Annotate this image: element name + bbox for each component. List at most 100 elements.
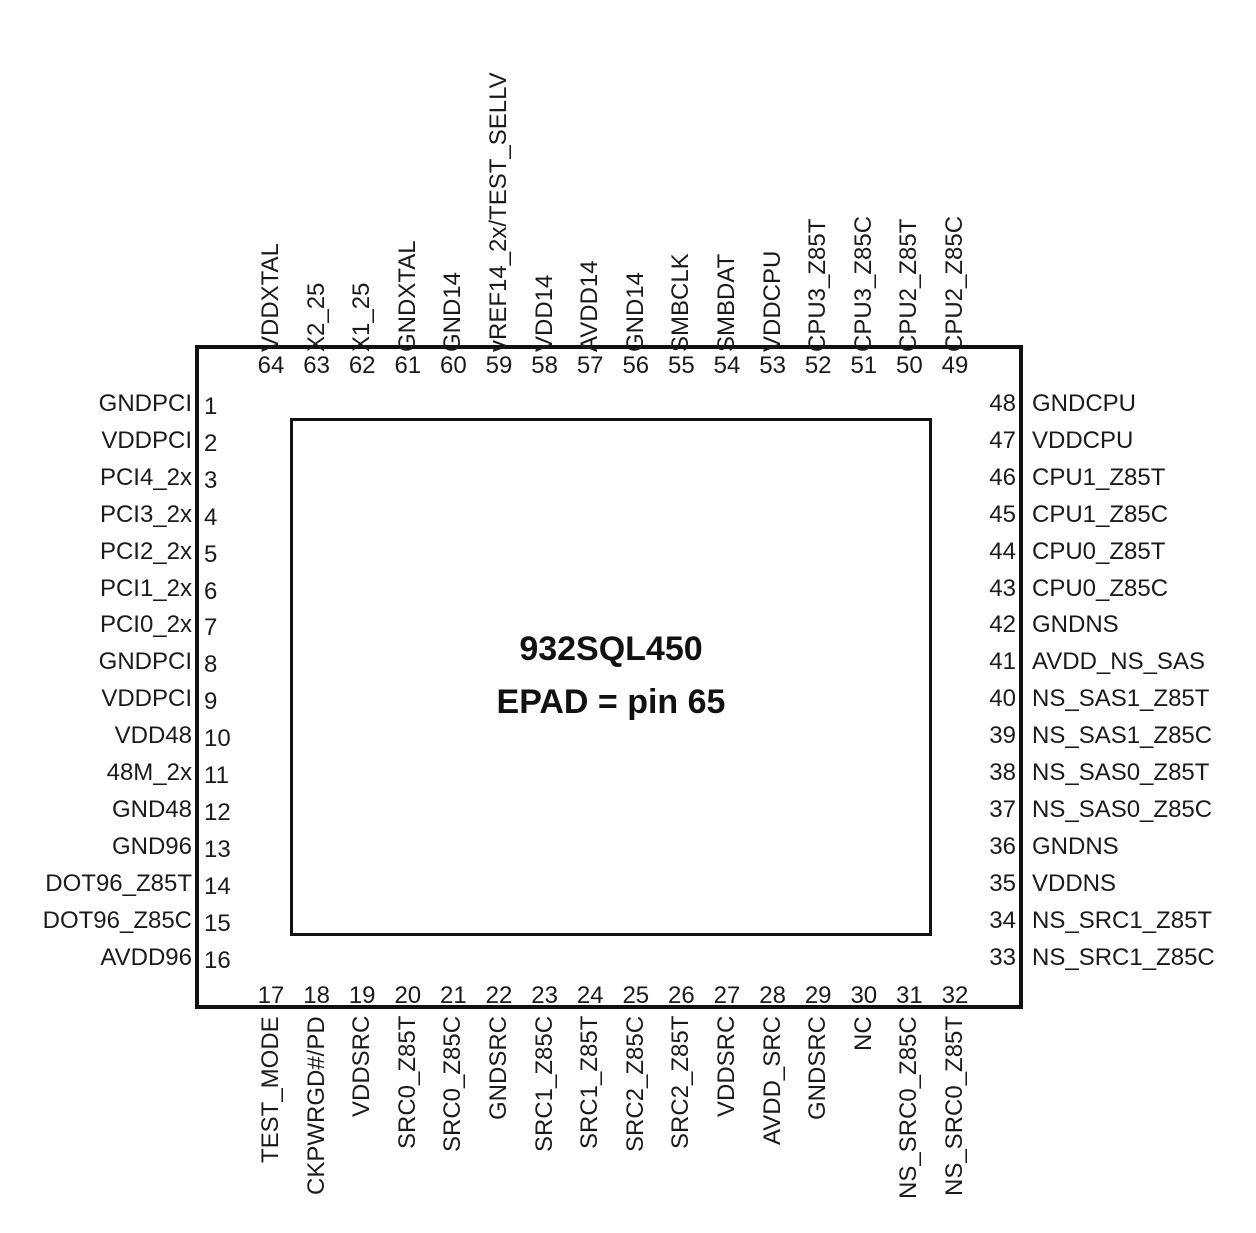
- pin-number-top: 54: [713, 352, 741, 379]
- pin-number-bottom: 30: [850, 982, 878, 1009]
- pin-number-bottom: 32: [941, 982, 969, 1009]
- pin-name-left: PCI0_2x: [99, 611, 192, 639]
- pin-name-right: CPU1_Z85T: [1032, 463, 1166, 491]
- pin-name-right: NS_SAS0_Z85C: [1032, 795, 1213, 823]
- pin-number-right: 41: [989, 648, 1016, 676]
- pin-number-right: 37: [989, 795, 1016, 823]
- pin-number-top: 62: [348, 352, 376, 379]
- pin-name-top: CPU2_Z85C: [941, 215, 968, 352]
- pin-name-top: SMBDAT: [713, 253, 740, 352]
- pin-name-left: VDDPCI: [101, 426, 192, 454]
- pin-number-right: 33: [989, 943, 1016, 971]
- pin-name-top: SMBCLK: [667, 253, 695, 352]
- pin-number-right: 36: [989, 832, 1016, 860]
- pin-number-bottom: 24: [576, 982, 604, 1009]
- pin-number-left: 5: [204, 540, 218, 568]
- pin-name-bottom: NS_SRC0_Z85C: [895, 1016, 923, 1199]
- pin-number-left: 9: [204, 688, 218, 716]
- pin-number-left: 12: [204, 798, 231, 826]
- pin-name-right: AVDD_NS_SAS: [1032, 648, 1205, 676]
- pin-number-left: 7: [204, 614, 218, 642]
- pin-number-left: 10: [204, 725, 231, 753]
- pin-number-top: 53: [759, 352, 786, 379]
- pin-name-right: NS_SAS1_Z85T: [1032, 685, 1210, 713]
- pin-name-bottom: SRC0_Z85T: [393, 1015, 421, 1149]
- pin-name-bottom: SRC2_Z85T: [667, 1015, 695, 1149]
- pin-name-left: GND48: [111, 795, 192, 823]
- pin-name-top: GND14: [439, 271, 467, 352]
- pin-number-right: 34: [989, 906, 1016, 934]
- pin-number-top: 61: [394, 352, 422, 379]
- pin-name-bottom: GNDSRC: [485, 1015, 512, 1120]
- pin-number-bottom: 23: [531, 982, 558, 1009]
- pin-number-top: 63: [303, 352, 330, 379]
- pin-name-top: VDDCPU: [758, 250, 786, 352]
- pin-number-right: 45: [989, 500, 1016, 528]
- pin-name-bottom: VDDSRC: [348, 1015, 376, 1117]
- pin-name-right: CPU0_Z85C: [1032, 574, 1169, 602]
- pin-number-bottom: 28: [759, 982, 786, 1009]
- pin-number-right: 44: [989, 537, 1016, 565]
- pin-number-top: 57: [576, 352, 604, 379]
- pin-name-right: GNDCPU: [1032, 390, 1137, 417]
- pin-name-left: PCI4_2x: [99, 463, 192, 491]
- pin-name-left: VDDPCI: [101, 685, 192, 713]
- pin-number-bottom: 19: [348, 982, 376, 1009]
- pin-number-left: 14: [204, 872, 231, 900]
- pin-name-right: CPU1_Z85C: [1032, 500, 1169, 528]
- pin-number-top: 58: [531, 352, 558, 379]
- pin-number-bottom: 20: [394, 982, 422, 1009]
- pin-number-bottom: 18: [303, 982, 330, 1009]
- pin-number-left: 11: [204, 762, 229, 789]
- pin-number-top: 50: [896, 352, 923, 379]
- pin-number-top: 55: [668, 352, 695, 379]
- pin-name-bottom: SRC1_Z85T: [576, 1015, 604, 1149]
- pin-name-left: AVDD96: [100, 943, 192, 971]
- pin-name-bottom: VDDSRC: [713, 1015, 740, 1117]
- pin-number-bottom: 26: [668, 982, 695, 1009]
- exposed-pad-outline: [290, 418, 932, 936]
- pin-number-left: 16: [204, 946, 231, 974]
- epad-label: EPAD = pin 65: [496, 683, 726, 721]
- pin-number-left: 3: [204, 466, 218, 494]
- pin-name-bottom: AVDD_SRC: [758, 1016, 786, 1145]
- pin-name-left: PCI3_2x: [99, 500, 192, 528]
- pin-number-right: 47: [989, 426, 1016, 454]
- pin-name-left: DOT96_Z85T: [45, 869, 192, 897]
- pin-number-top: 60: [440, 352, 467, 379]
- pin-name-left: 48M_2x: [106, 759, 192, 786]
- pin-name-top: vREF14_2x/TEST_SELLV: [485, 72, 512, 352]
- pin-number-left: 15: [204, 909, 231, 937]
- pin-number-left: 8: [204, 651, 218, 679]
- pin-number-right: 35: [989, 869, 1016, 897]
- pin-name-left: DOT96_Z85C: [42, 906, 192, 934]
- pin-number-bottom: 17: [257, 982, 285, 1009]
- pin-number-right: 48: [989, 390, 1016, 417]
- pin-name-top: GNDXTAL: [393, 240, 421, 352]
- pin-name-bottom: SRC2_Z85C: [621, 1015, 649, 1152]
- pin-name-bottom: GNDSRC: [804, 1015, 832, 1120]
- pin-number-right: 39: [989, 722, 1016, 750]
- pin-number-right: 42: [989, 611, 1016, 639]
- pin-name-bottom: NC: [849, 1016, 877, 1051]
- pin-name-left: VDD48: [114, 722, 192, 750]
- pin-number-right: 46: [989, 463, 1016, 491]
- pin-name-right: CPU0_Z85T: [1032, 537, 1166, 565]
- pin-name-right: NS_SAS0_Z85T: [1032, 759, 1210, 786]
- pin-name-right: NS_SRC1_Z85T: [1032, 906, 1213, 934]
- pin-number-top: 59: [485, 352, 513, 379]
- pin-name-top: CPU3_Z85C: [849, 215, 877, 352]
- pin-number-top: 52: [804, 352, 832, 379]
- pin-name-left: GND96: [111, 832, 192, 860]
- pin-number-left: 1: [204, 393, 218, 420]
- pin-name-right: GNDNS: [1032, 611, 1119, 639]
- pin-number-left: 13: [204, 835, 231, 863]
- pin-name-top: GND14: [621, 271, 649, 352]
- pin-name-left: GNDPCI: [98, 390, 192, 417]
- pin-name-left: GNDPCI: [98, 648, 192, 676]
- pin-number-bottom: 22: [485, 982, 513, 1009]
- pin-name-bottom: SRC1_Z85C: [530, 1015, 558, 1152]
- pin-name-top: X1_25: [348, 282, 376, 352]
- pin-name-bottom: NS_SRC0_Z85T: [941, 1015, 968, 1196]
- pin-number-right: 40: [989, 685, 1016, 713]
